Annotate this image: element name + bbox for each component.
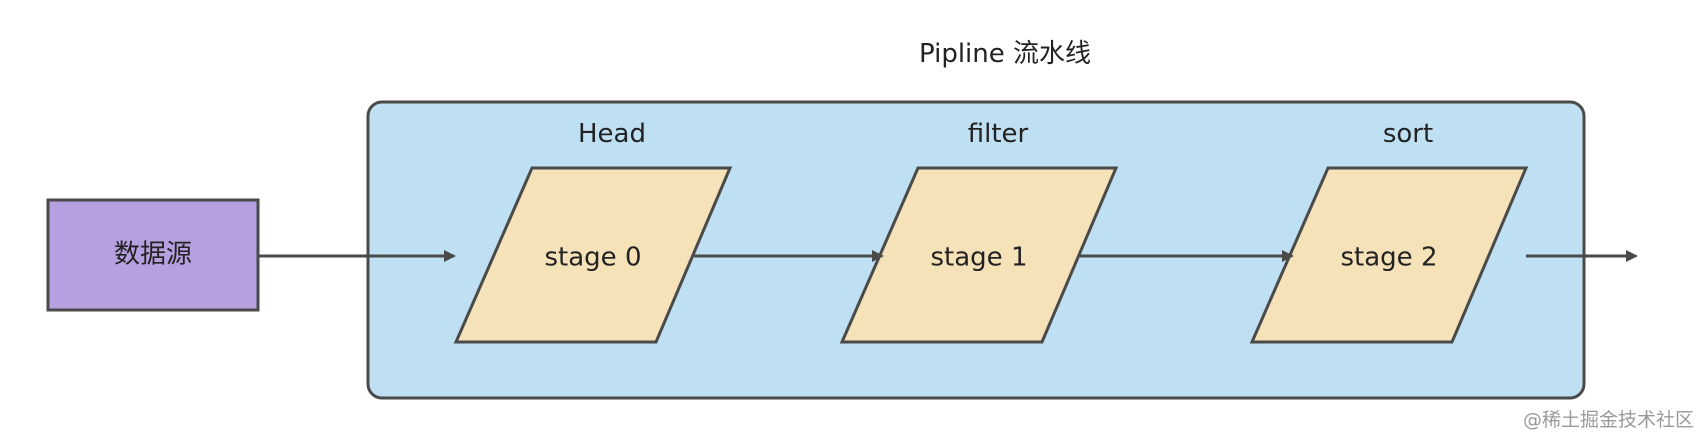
- stage-1-shape: [839, 166, 1119, 344]
- watermark: @稀土掘金技术社区: [1523, 409, 1694, 431]
- stage-node-1: stage 1: [839, 166, 1119, 344]
- stage-0-label: stage 0: [545, 243, 642, 273]
- diagram-title: Pipline 流水线: [919, 39, 1091, 69]
- stage-0-shape: [453, 166, 733, 344]
- stage-2-shape: [1249, 166, 1529, 344]
- stage-2-label: stage 2: [1341, 243, 1438, 273]
- stage-node-2: stage 2: [1249, 166, 1529, 344]
- stage-name-sort: sort: [1383, 119, 1433, 149]
- stage-name-head: Head: [578, 119, 646, 149]
- data-source-node: 数据源: [46, 198, 260, 312]
- stage-name-filter: filter: [968, 119, 1029, 149]
- stage-1-label: stage 1: [931, 243, 1028, 273]
- data-source-label: 数据源: [114, 240, 192, 270]
- data-source-box: [46, 198, 260, 312]
- stage-node-0: stage 0: [453, 166, 733, 344]
